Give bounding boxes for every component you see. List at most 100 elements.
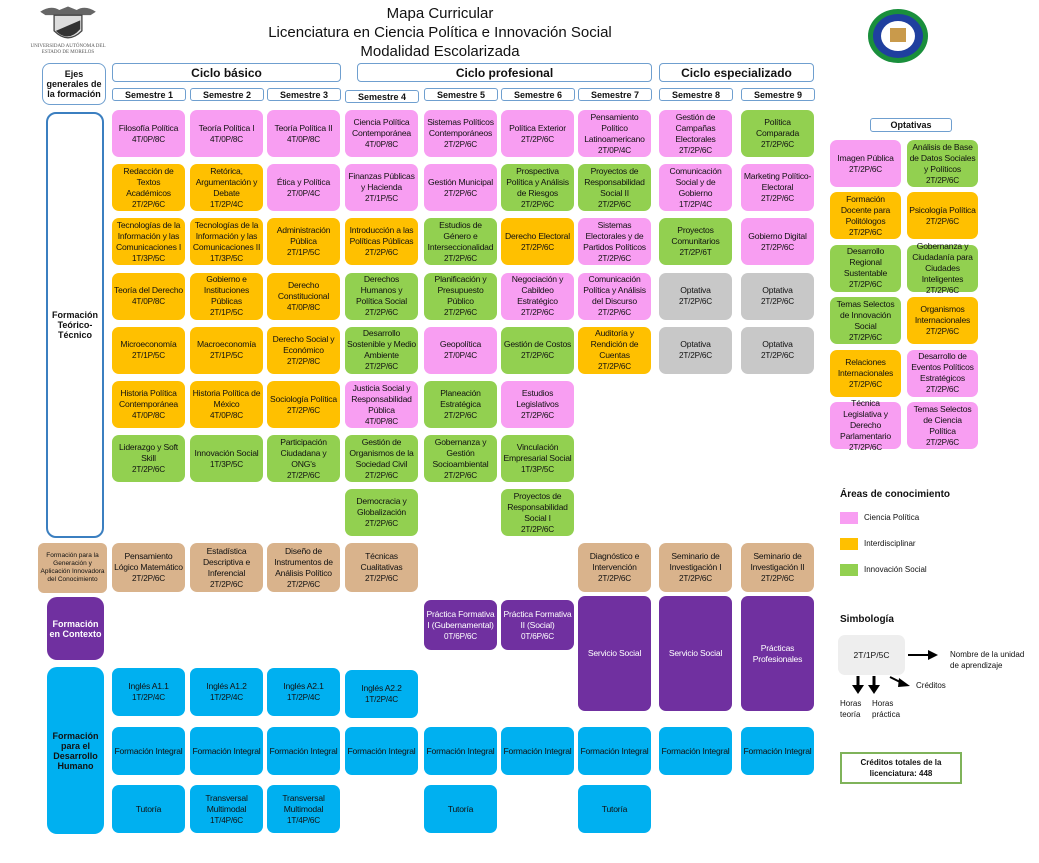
course-card-formacion-integral[interactable]: Formación Integral [424, 727, 497, 775]
course-card-servicio-social[interactable]: Servicio Social [659, 596, 732, 711]
course-card-formacion-integral[interactable]: Formación Integral [345, 727, 418, 775]
course-card-tecnologias-de-la-informacion-y-las-comunicaciones-i[interactable]: Tecnologías de la Información y las Comu… [112, 218, 185, 266]
course-card-tecnologias-de-la-informacion-y-las-comunicaciones-ii[interactable]: Tecnologías de la Información y las Comu… [190, 218, 263, 266]
course-card-gestion-de-organismos-de-la-sociedad-civil[interactable]: Gestión de Organismos de la Sociedad Civ… [345, 435, 418, 483]
course-card-formacion-integral[interactable]: Formación Integral [659, 727, 732, 775]
course-card-servicio-social[interactable]: Servicio Social [578, 596, 651, 711]
course-card-tecnica-legislativa-y-derecho-parlamentario[interactable]: Técnica Legislativa y Derecho Parlamenta… [830, 398, 901, 452]
course-card-comunicacion-politica-y-analisis-del-discurso[interactable]: Comunicación Política y Análisis del Dis… [578, 272, 651, 320]
course-card-practicas-profesionales[interactable]: Prácticas Profesionales [741, 596, 814, 711]
course-card-tutoria[interactable]: Tutoría [112, 785, 185, 833]
course-card-tutoria[interactable]: Tutoría [424, 785, 497, 833]
course-card-formacion-integral[interactable]: Formación Integral [741, 727, 814, 775]
course-card-tutoria[interactable]: Tutoría [578, 785, 651, 833]
course-card-diseno-de-instrumentos-de-analisis-politico[interactable]: Diseño de Instrumentos de Análisis Polít… [267, 543, 340, 592]
course-card-formacion-integral[interactable]: Formación Integral [501, 727, 574, 775]
course-card-prospectiva-politica-y-analisis-de-riesgos[interactable]: Prospectiva Política y Análisis de Riesg… [501, 164, 574, 212]
course-card-formacion-integral[interactable]: Formación Integral [267, 727, 340, 775]
course-card-gobernanza-y-ciudadania-para-ciudades-inteligentes[interactable]: Gobernanza y Ciudadanía para Ciudades In… [907, 241, 978, 295]
course-card-formacion-integral[interactable]: Formación Integral [112, 727, 185, 775]
course-card-sistemas-electorales-y-de-partidos-politicos[interactable]: Sistemas Electorales y de Partidos Polít… [578, 218, 651, 266]
course-card-justicia-social-y-responsabilidad-publica[interactable]: Justicia Social y Responsabilidad Públic… [345, 381, 418, 428]
course-card-formacion-integral[interactable]: Formación Integral [190, 727, 263, 775]
course-card-practica-formativa-ii-social[interactable]: Práctica Formativa II (Social)0T/6P/6C [501, 600, 574, 650]
course-card-formacion-integral[interactable]: Formación Integral [578, 727, 651, 775]
course-card-analisis-de-base-de-datos-sociales-y-politicos[interactable]: Análisis de Base de Datos Sociales y Pol… [907, 140, 978, 187]
course-card-desarrollo-de-eventos-politicos-estrategicos[interactable]: Desarrollo de Eventos Políticos Estratég… [907, 349, 978, 397]
course-card-practica-formativa-i-gubernamental[interactable]: Práctica Formativa I (Gubernamental)0T/6… [424, 600, 497, 650]
